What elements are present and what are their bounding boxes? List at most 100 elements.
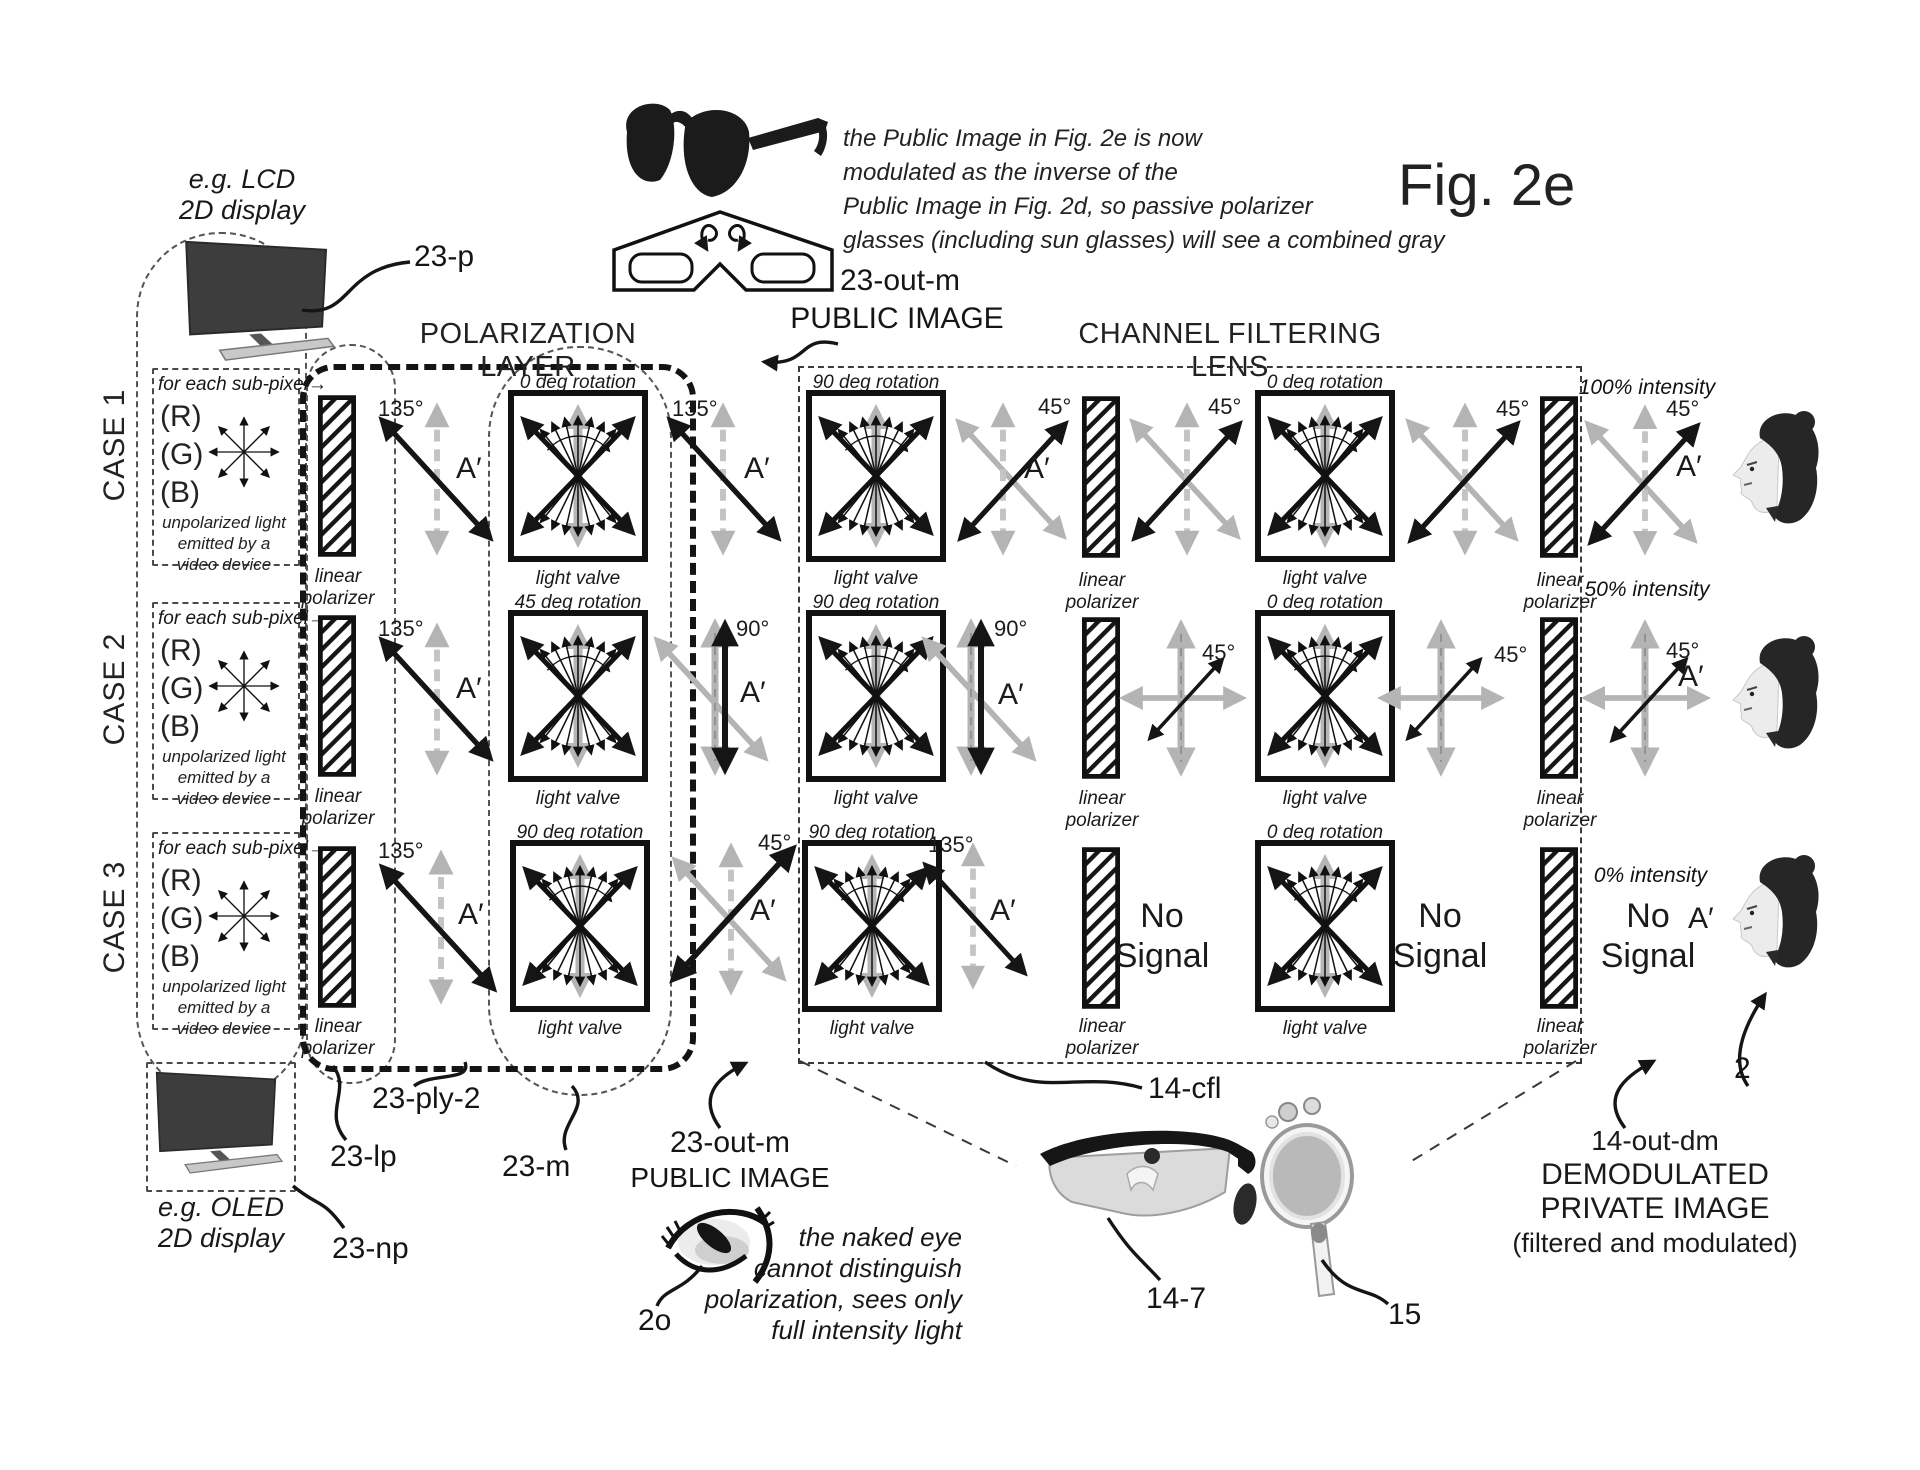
ref-2o: 2o bbox=[638, 1304, 672, 1337]
label-polarizer: polarizer bbox=[1523, 810, 1597, 831]
label-linear: linear bbox=[314, 786, 362, 807]
case2-note2: emitted by a bbox=[177, 768, 271, 787]
no-signal-line1: No bbox=[1418, 897, 1462, 935]
arrow-vert-black bbox=[968, 612, 994, 782]
channel-filtering-lens-header: CHANNEL FILTERING LENS bbox=[1078, 318, 1382, 383]
polarizer-r2-cfl1 bbox=[1082, 616, 1120, 780]
case2-b: (B) bbox=[160, 710, 200, 743]
demodulated-line4: (filtered and modulated) bbox=[1512, 1228, 1798, 1258]
case1-note: unpolarized light emitted by a video dev… bbox=[154, 512, 294, 575]
connector-arrow-14-out-dm bbox=[1613, 1059, 1657, 1130]
polarizer-r3-cfl2-label: linear polarizer bbox=[1522, 1016, 1598, 1060]
angle-r2-m: 45° bbox=[1666, 638, 1700, 663]
angle-r3-g: 135° bbox=[928, 832, 974, 857]
viewer-face-r3 bbox=[1720, 852, 1820, 974]
no-signal-line2: Signal bbox=[1392, 937, 1488, 975]
case2-g: (G) bbox=[160, 672, 204, 705]
label-polarizer: polarizer bbox=[301, 808, 375, 829]
label-polarizer: polarizer bbox=[1523, 592, 1597, 613]
angle-r3-e: 45° bbox=[758, 830, 792, 855]
valve-r3-cfl1-bottom: light valve bbox=[829, 1018, 915, 1039]
valve-r1-cfl2-top: 0 deg rotation bbox=[1266, 372, 1384, 393]
case2-rgb: (R) (G) (B) bbox=[160, 632, 203, 746]
valve-r3-cfl2-bottom: light valve bbox=[1282, 1018, 1368, 1039]
case3-g: (G) bbox=[160, 902, 204, 935]
no-signal-line1: No bbox=[1626, 897, 1670, 935]
label-linear: linear bbox=[314, 1016, 362, 1037]
case1-note3: video device bbox=[176, 555, 272, 574]
ref-23-lp: 23-lp bbox=[330, 1140, 397, 1173]
figure-title: Fig. 2e bbox=[1398, 153, 1576, 218]
valve-r1-cfl1-bottom: light valve bbox=[833, 568, 919, 589]
label-polarizer: polarizer bbox=[1523, 1038, 1597, 1059]
angle-r3-c: 135° bbox=[378, 838, 424, 863]
top-annotation-line4: glasses (including sun glasses) will see… bbox=[843, 227, 1445, 254]
demodulated-line3: PRIVATE IMAGE bbox=[1540, 1192, 1770, 1225]
angle-r2-i: 45° bbox=[1202, 640, 1236, 665]
naked-eye-annotation-line4: full intensity light bbox=[771, 1315, 962, 1345]
intensity-r3: 0% intensity bbox=[1593, 864, 1708, 887]
case2-subpixel-label: for each sub-pixel→ bbox=[158, 608, 327, 629]
valve-r1-modulator-top: 0 deg rotation bbox=[519, 372, 637, 393]
case3-note3: video device bbox=[176, 1019, 272, 1038]
ref-14-cfl: 14-cfl bbox=[1148, 1072, 1222, 1105]
oled-tv-icon bbox=[150, 1064, 292, 1180]
light-valve-r1-cfl2 bbox=[1255, 390, 1395, 562]
case3-r: (R) bbox=[160, 864, 202, 897]
polarization-layer-box bbox=[300, 364, 696, 1072]
no-signal-line1: No bbox=[1140, 897, 1184, 935]
valve-r3-modulator-top: 90 deg rotation bbox=[516, 822, 644, 843]
case1-note1: unpolarized light bbox=[162, 513, 286, 532]
label-polarizer: polarizer bbox=[301, 1038, 375, 1059]
polarizer-r3-cfl2 bbox=[1540, 846, 1578, 1010]
valve-r2-cfl1-bottom: light valve bbox=[833, 788, 919, 809]
naked-eye-annotation-line2: cannot distinguish bbox=[753, 1253, 962, 1283]
case3-rgb: (R) (G) (B) bbox=[160, 862, 203, 976]
label-linear: linear bbox=[1078, 570, 1126, 591]
no-signal-r3-m: No Signal bbox=[1578, 896, 1718, 976]
aprime-r2-e: A′ bbox=[740, 676, 766, 709]
label-polarizer: polarizer bbox=[1065, 592, 1139, 613]
case1-b: (B) bbox=[160, 476, 200, 509]
case2-label: CASE 2 bbox=[98, 632, 131, 746]
ref-23-out-m-bottom: 23-out-m bbox=[669, 1126, 791, 1159]
lcd-tv-icon bbox=[178, 236, 346, 364]
angle-r2-g: 90° bbox=[994, 616, 1028, 641]
label-linear: linear bbox=[1536, 570, 1584, 591]
valve-r3-cfl1-top: 90 deg rotation bbox=[808, 822, 936, 843]
top-annotation-line1: the Public Image in Fig. 2e is now bbox=[843, 125, 1202, 152]
polarizer-r1-cfl1 bbox=[1082, 394, 1120, 560]
valve-r2-modulator-top: 45 deg rotation bbox=[514, 592, 642, 613]
viewer-face-r1 bbox=[1720, 408, 1820, 530]
arrow-45-black bbox=[664, 836, 802, 992]
intensity-r1: 100% intensity bbox=[1578, 376, 1716, 399]
polarizer-row1-display-label: linear polarizer bbox=[300, 566, 376, 610]
connector-23-np bbox=[291, 1184, 346, 1230]
case3-subpixel-label: for each sub-pixel→ bbox=[158, 838, 327, 859]
polarizer-row1-display bbox=[318, 392, 356, 560]
polarizer-r3-cfl1-label: linear polarizer bbox=[1064, 1016, 1140, 1060]
valve-r1-cfl2-bottom: light valve bbox=[1282, 568, 1368, 589]
arrow-45-black bbox=[1140, 654, 1232, 744]
arrow-45-black bbox=[1398, 654, 1490, 744]
aprime-r1-g: A′ bbox=[1024, 452, 1050, 485]
aprime-r1-e: A′ bbox=[744, 452, 770, 485]
naked-eye-annotation-line3: polarization, sees only bbox=[704, 1284, 962, 1314]
public-image-bottom-title: PUBLIC IMAGE bbox=[630, 1162, 830, 1193]
case1-unpolarized-star-icon bbox=[204, 412, 284, 492]
polarizer-row2-display-label: linear polarizer bbox=[300, 786, 376, 830]
top-annotation: the Public Image in Fig. 2e is now modul… bbox=[843, 122, 1483, 258]
aprime-r2-m: A′ bbox=[1678, 660, 1704, 693]
case1-subpixel-label: for each sub-pixel→ bbox=[158, 374, 327, 395]
ref-23-m: 23-m bbox=[502, 1150, 571, 1183]
polarizer-r1-cfl1-label: linear polarizer bbox=[1064, 570, 1140, 614]
valve-r1-modulator-bottom: light valve bbox=[535, 568, 621, 589]
no-signal-line2: Signal bbox=[1600, 937, 1696, 975]
arrow-135-black bbox=[658, 412, 790, 546]
angle-r2-k: 45° bbox=[1494, 642, 1528, 667]
angle-r1-k: 45° bbox=[1496, 396, 1530, 421]
label-polarizer: polarizer bbox=[1065, 1038, 1139, 1059]
angle-r2-c: 135° bbox=[378, 616, 424, 641]
lcd-caption: e.g. LCD 2D display bbox=[162, 164, 322, 226]
